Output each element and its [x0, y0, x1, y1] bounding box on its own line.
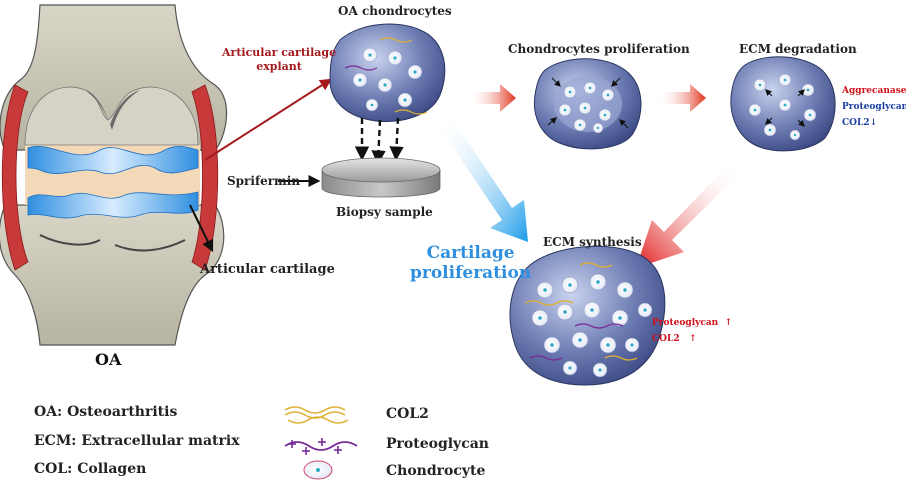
marker-col2-up: COL2 ↑ — [652, 334, 732, 344]
abbrev-oa: OA: Osteoarthritis — [34, 404, 178, 420]
abbrev-col: COL: Collagen — [34, 461, 147, 477]
oa-label: OA — [95, 350, 122, 369]
ecm-degradation-label: ECM degradation — [739, 42, 857, 56]
oa-chondrocytes-label: OA chondrocytes — [338, 4, 452, 18]
knee-joint-illustration — [0, 4, 228, 346]
synthesis-markers: Proteoglycan ↑ COL2 ↑ — [652, 318, 732, 344]
marker-text: Proteoglycan — [652, 318, 719, 328]
up-arrow-icon: ↑ — [724, 318, 733, 328]
chondrocyte-icon — [303, 460, 333, 480]
col2-fiber-icon — [284, 406, 349, 424]
legend-chondrocyte: Chondrocyte — [386, 463, 486, 479]
degradation-cell — [730, 56, 836, 152]
arrow-to-proliferation — [468, 84, 516, 112]
sprifermin-label: Sprifermin — [227, 174, 301, 188]
oa-chondrocytes-cell — [329, 23, 446, 123]
biopsy-sample-label: Biopsy sample — [336, 205, 433, 219]
explant-arrow — [204, 78, 333, 161]
marker-proteoglycan-up: Proteoglycan ↑ — [652, 318, 732, 328]
marker-col2: COL2↓ — [842, 118, 906, 128]
up-arrow-icon: ↑ — [689, 334, 697, 344]
marker-text: COL2 — [842, 118, 870, 128]
down-arrow-icon: ↓ — [869, 118, 878, 128]
marker-aggrecanase: Aggrecanase ↑ — [842, 86, 906, 96]
dashed-arrows — [354, 117, 404, 165]
cartilage-proliferation-label: Cartilage proliferation — [410, 243, 532, 283]
articular-cartilage-pointer — [189, 204, 214, 253]
chondrocytes-proliferation-label: Chondrocytes proliferation — [508, 42, 690, 56]
legend-proteoglycan: Proteoglycan — [386, 436, 489, 452]
marker-text: Aggrecanase — [842, 86, 906, 96]
biopsy-sample-disk — [321, 157, 441, 198]
abbrev-ecm: ECM: Extracellular matrix — [34, 433, 240, 449]
proteoglycan-icon — [284, 438, 358, 455]
degradation-markers: Aggrecanase ↑ Proteoglycan↓ COL2↓ — [842, 86, 906, 128]
marker-text: COL2 — [652, 334, 680, 344]
proliferation-cell — [533, 58, 642, 150]
legend-col2: COL2 — [386, 406, 429, 422]
marker-proteoglycan: Proteoglycan↓ — [842, 102, 906, 112]
arrow-to-degradation — [658, 84, 706, 112]
blue-arrow-to-synthesis — [440, 118, 528, 242]
ecm-synthesis-label: ECM synthesis — [543, 235, 642, 249]
synthesis-cell — [509, 245, 666, 386]
articular-cartilage-label: Articular cartilage — [200, 262, 335, 277]
red-arrow-to-synthesis — [636, 165, 738, 268]
lower-cartilage — [27, 191, 199, 219]
upper-cartilage — [27, 146, 199, 175]
marker-text: Proteoglycan — [842, 102, 906, 112]
articular-cartilage-explant-label: Articular cartilage explant — [222, 46, 337, 73]
